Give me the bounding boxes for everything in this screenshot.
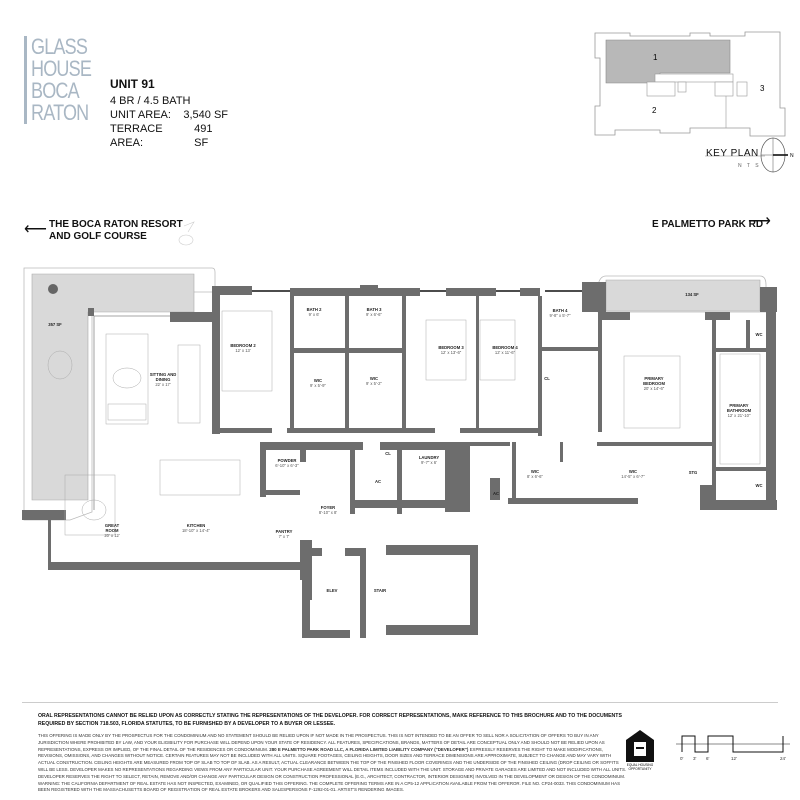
svg-text:EQUAL HOUSING: EQUAL HOUSING — [627, 763, 654, 767]
footer-graphics: EQUAL HOUSING OPPORTUNITY 0' 3' 6' 12' 2… — [626, 730, 790, 771]
key-plan-unit-1: 1 — [653, 53, 658, 62]
room-elev: ELEV — [326, 588, 338, 593]
logo-line: HOUSE — [31, 56, 92, 81]
key-plan-outline — [594, 31, 786, 137]
legal-body: THIS OFFERING IS MADE ONLY BY THE PROSPE… — [38, 733, 605, 752]
room-wic-3: WIC 9' x 5'-2" — [366, 376, 382, 386]
logo-line: GLASS — [31, 34, 88, 59]
room-great-room: GREAT ROOM 20' x 12' — [104, 523, 120, 538]
scale-tick: 24' — [780, 756, 786, 761]
room-stair: STAIR — [373, 588, 387, 593]
room-bedroom-4: BEDROOM 4 12' x 11'-6" — [492, 345, 518, 355]
room-powder: POWDER 6'-10" x 6'-3" — [275, 458, 299, 468]
key-plan-label: KEY PLAN — [706, 148, 759, 159]
room-ac-1: AC — [374, 479, 382, 484]
room-laundry: LAUNDRY 9'-7" x 6' — [418, 455, 440, 465]
compass-mark — [178, 221, 195, 246]
arrow-right-icon: ⟶ — [748, 213, 771, 230]
room-stg: STG — [688, 470, 698, 475]
scale-tick: 6' — [706, 756, 710, 761]
unit-area-row: UNIT AREA: 3,540 SF — [110, 108, 228, 122]
unit-area-value: 3,540 SF — [183, 109, 228, 121]
legal-disclaimer-bold: ORAL REPRESENTATIONS CANNOT BE RELIED UP… — [38, 713, 622, 727]
terrace-area-label: TERRACE AREA: — [110, 123, 163, 149]
room-bath-4: BATH 4 9'-8" x 5'-7" — [549, 308, 571, 318]
arrow-left-icon: ⟵ — [24, 221, 47, 238]
logo-line: RATON — [31, 100, 89, 125]
terrace-area-row: TERRACE AREA: 491 SF — [110, 122, 228, 150]
unit-title: UNIT 91 — [110, 77, 155, 91]
room-primary-bathroom: PRIMARY BATHROOM 12' x 21'-10" — [726, 403, 752, 418]
divider — [22, 702, 778, 703]
scale-tick: 3' — [693, 756, 697, 761]
legal-developer: 280 E PALMETTO PARK ROAD LLC, A FLORIDA … — [269, 746, 469, 752]
room-sitting-dining: SITTING AND DINING 22' x 17' — [149, 372, 177, 387]
room-cl-2: CL — [385, 451, 391, 456]
floor-plan — [22, 221, 777, 638]
scale-bar — [676, 735, 790, 753]
room-pantry: PANTRY 7' x 7' — [275, 529, 293, 539]
room-bath-2: BATH 2 9' x 6' — [306, 307, 322, 317]
terrace-area-value: 491 SF — [194, 123, 213, 149]
room-ac-2: AC — [492, 491, 500, 496]
scale-tick: 12' — [731, 756, 737, 761]
north-label: N — [790, 153, 794, 159]
room-kitchen: KITCHEN 18'-10" x 14'-4" — [181, 523, 211, 533]
room-primary-bedroom: PRIMARY BEDROOM 20' x 14'-6" — [643, 376, 665, 391]
unit-info: UNIT 91 4 BR / 4.5 BATH UNIT AREA: 3,540… — [110, 77, 228, 150]
logo-line: BOCA — [31, 78, 80, 103]
brand-logo: GLASS HOUSE BOCA RATON — [24, 36, 111, 124]
room-wc-2: WC — [755, 483, 763, 488]
room-foyer: FOYER 8'-10" x 8' — [318, 505, 338, 515]
key-plan-unit-3: 3 — [760, 84, 765, 93]
room-wic-2: WIC 9' x 5'-9" — [310, 378, 326, 388]
room-terrace-east: 134 SF — [685, 292, 699, 297]
direction-left: THE BOCA RATON RESORT AND GOLF COURSE — [49, 219, 183, 243]
equal-housing-icon: EQUAL HOUSING OPPORTUNITY — [626, 730, 654, 771]
room-wc-1: WC — [755, 332, 763, 337]
svg-text:OPPORTUNITY: OPPORTUNITY — [629, 767, 653, 771]
legal-body-2: EXPRESSLY RESERVES THE RIGHT TO MAKE MOD… — [38, 746, 627, 793]
room-wic-primary-2: WIC 14'-5" x 6'-7" — [621, 469, 645, 479]
key-plan-unit-2: 2 — [652, 106, 657, 115]
scale-tick: 0' — [680, 756, 684, 761]
room-bedroom-2: BEDROOM 2 12' x 13' — [230, 343, 256, 353]
terrace-west — [31, 273, 195, 501]
room-cl-1: CL — [544, 376, 550, 381]
key-plan-scale-note: N T S — [738, 163, 761, 169]
key-plan-unit-1-highlight — [605, 39, 731, 84]
room-wic-primary-1: WIC 8' x 6'-6" — [527, 469, 543, 479]
bed-bath: 4 BR / 4.5 BATH — [110, 95, 191, 107]
room-bath-3: BATH 3 9' x 6'-6" — [366, 307, 382, 317]
unit-area-label: UNIT AREA: — [110, 109, 171, 121]
room-bedroom-3: BEDROOM 3 12' x 13'-6" — [438, 345, 464, 355]
direction-left-line2: AND GOLF COURSE — [49, 231, 147, 242]
legal-disclaimer: THIS OFFERING IS MADE ONLY BY THE PROSPE… — [38, 733, 628, 794]
key-plan: 1 2 3 N — [594, 31, 794, 173]
room-terrace-west: 357 SF — [48, 322, 62, 327]
direction-left-line1: THE BOCA RATON RESORT — [49, 219, 183, 230]
direction-right: E PALMETTO PARK RD — [652, 219, 764, 230]
